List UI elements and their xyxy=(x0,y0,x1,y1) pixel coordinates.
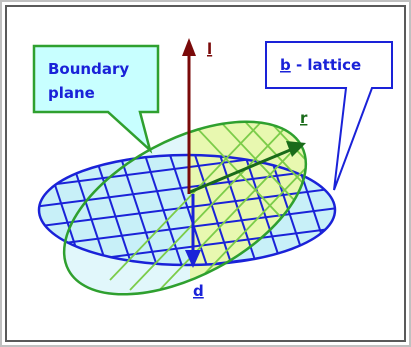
r-arrow-shaft xyxy=(189,146,296,194)
lattice-b-label: b xyxy=(280,56,291,74)
r-vector-label: r xyxy=(300,109,308,127)
arrow-diagonal-icon xyxy=(286,141,306,157)
frame-inner-border xyxy=(5,5,406,342)
boundary-label-line2: plane xyxy=(48,84,95,102)
lattice-rest-label: - lattice xyxy=(291,56,361,74)
d-vector-label: d xyxy=(193,282,204,300)
arrow-down-icon xyxy=(185,250,201,268)
boundary-plane-callout xyxy=(32,44,160,154)
blue-plane-outline xyxy=(37,153,337,267)
boundary-label-line1: Boundary xyxy=(48,60,129,78)
lattice-callout xyxy=(265,41,393,191)
lattice-label: b - lattice xyxy=(280,56,361,74)
l-vector-label: l xyxy=(207,40,212,58)
arrow-up-icon xyxy=(182,38,196,56)
